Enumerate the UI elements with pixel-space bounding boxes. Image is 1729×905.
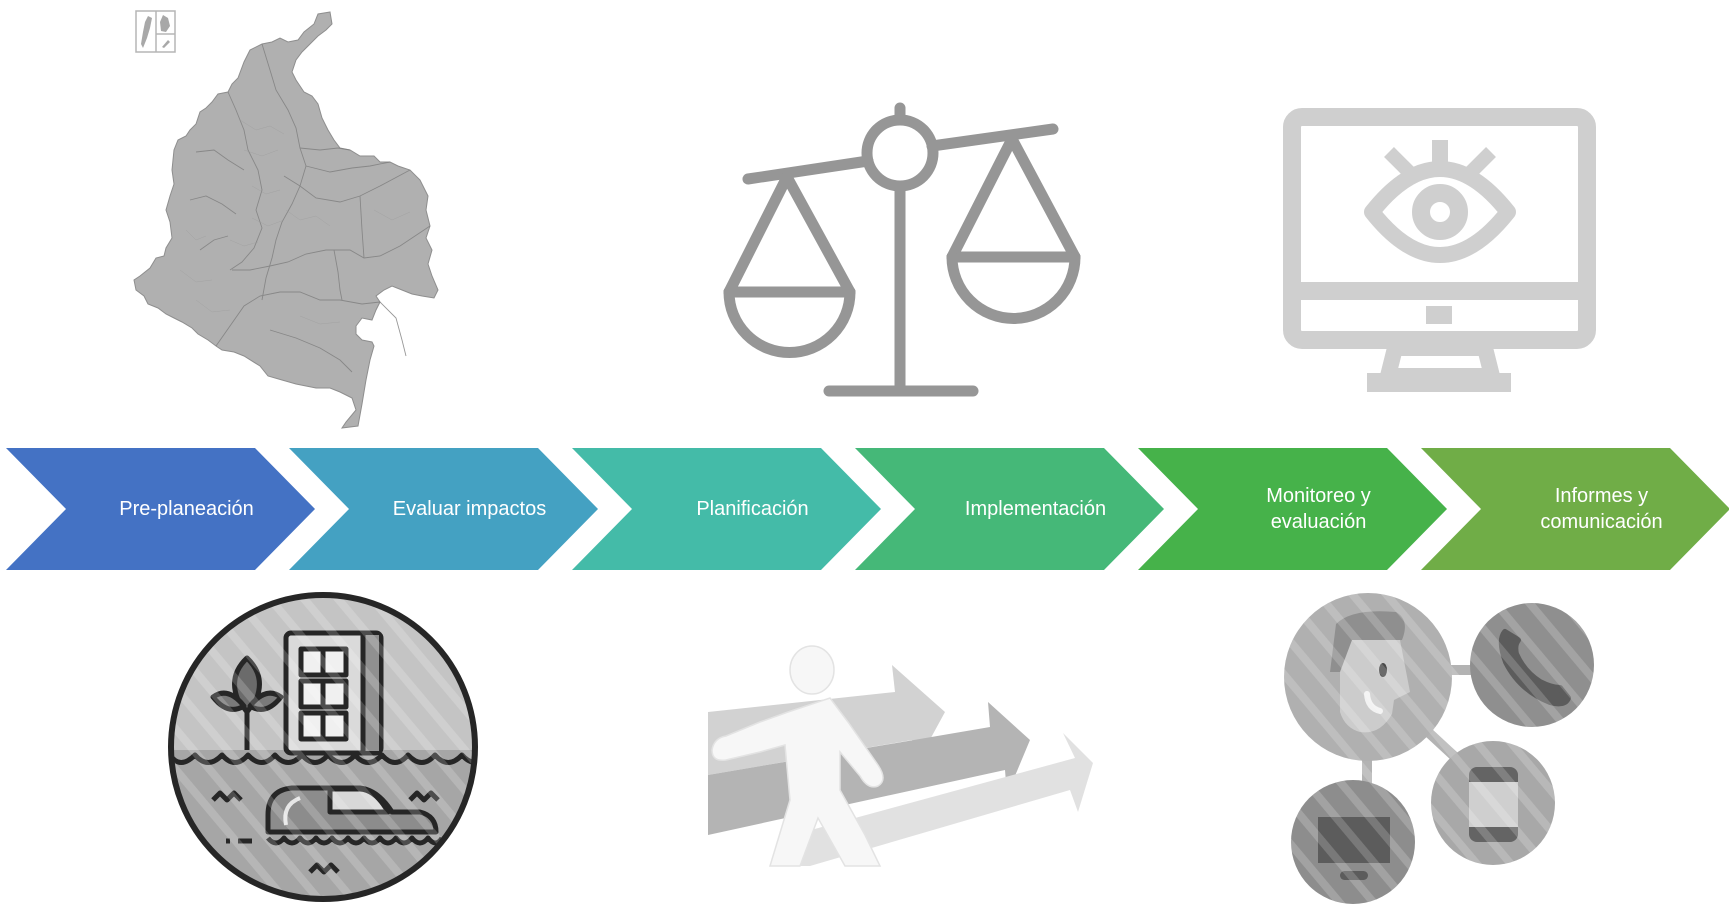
chevron-step: Evaluar impactos	[289, 448, 598, 570]
chevron-step: Planificación	[572, 448, 881, 570]
chevron-step: Pre-planeación	[6, 448, 315, 570]
chevron-shape	[572, 448, 881, 570]
chevron-shape	[289, 448, 598, 570]
chevron-step: Informes y comunicación	[1421, 448, 1729, 570]
chevron-step: Monitoreo y evaluación	[1138, 448, 1447, 570]
flood-risk-icon	[168, 592, 478, 902]
chevron-label: Implementación	[965, 498, 1106, 520]
monitor-eye-icon	[1283, 108, 1596, 392]
chevron-step: Implementación	[855, 448, 1164, 570]
chevron-label: Planificación	[696, 498, 808, 520]
chevron-label: Evaluar impactos	[393, 498, 546, 520]
chevron-shape	[855, 448, 1164, 570]
chevron-label: Informes y	[1555, 485, 1648, 507]
colombia-map-icon	[133, 10, 439, 429]
chevron-shape	[1421, 448, 1729, 570]
communication-network-icon	[1280, 590, 1600, 905]
chevron-label: comunicación	[1540, 511, 1662, 533]
process-chevrons: Pre-planeación Evaluar impactos Planificac…	[6, 448, 1729, 570]
balance-scale-icon	[723, 102, 1081, 397]
chevron-label: Monitoreo y	[1266, 485, 1371, 507]
map-mainland	[133, 11, 439, 429]
chevron-label: Pre-planeación	[119, 498, 254, 520]
runner-arrows-icon	[708, 645, 1093, 867]
chevron-label: evaluación	[1271, 511, 1367, 533]
map-inset-icon	[135, 10, 176, 53]
chevron-shape	[6, 448, 315, 570]
chevron-shape	[1138, 448, 1447, 570]
